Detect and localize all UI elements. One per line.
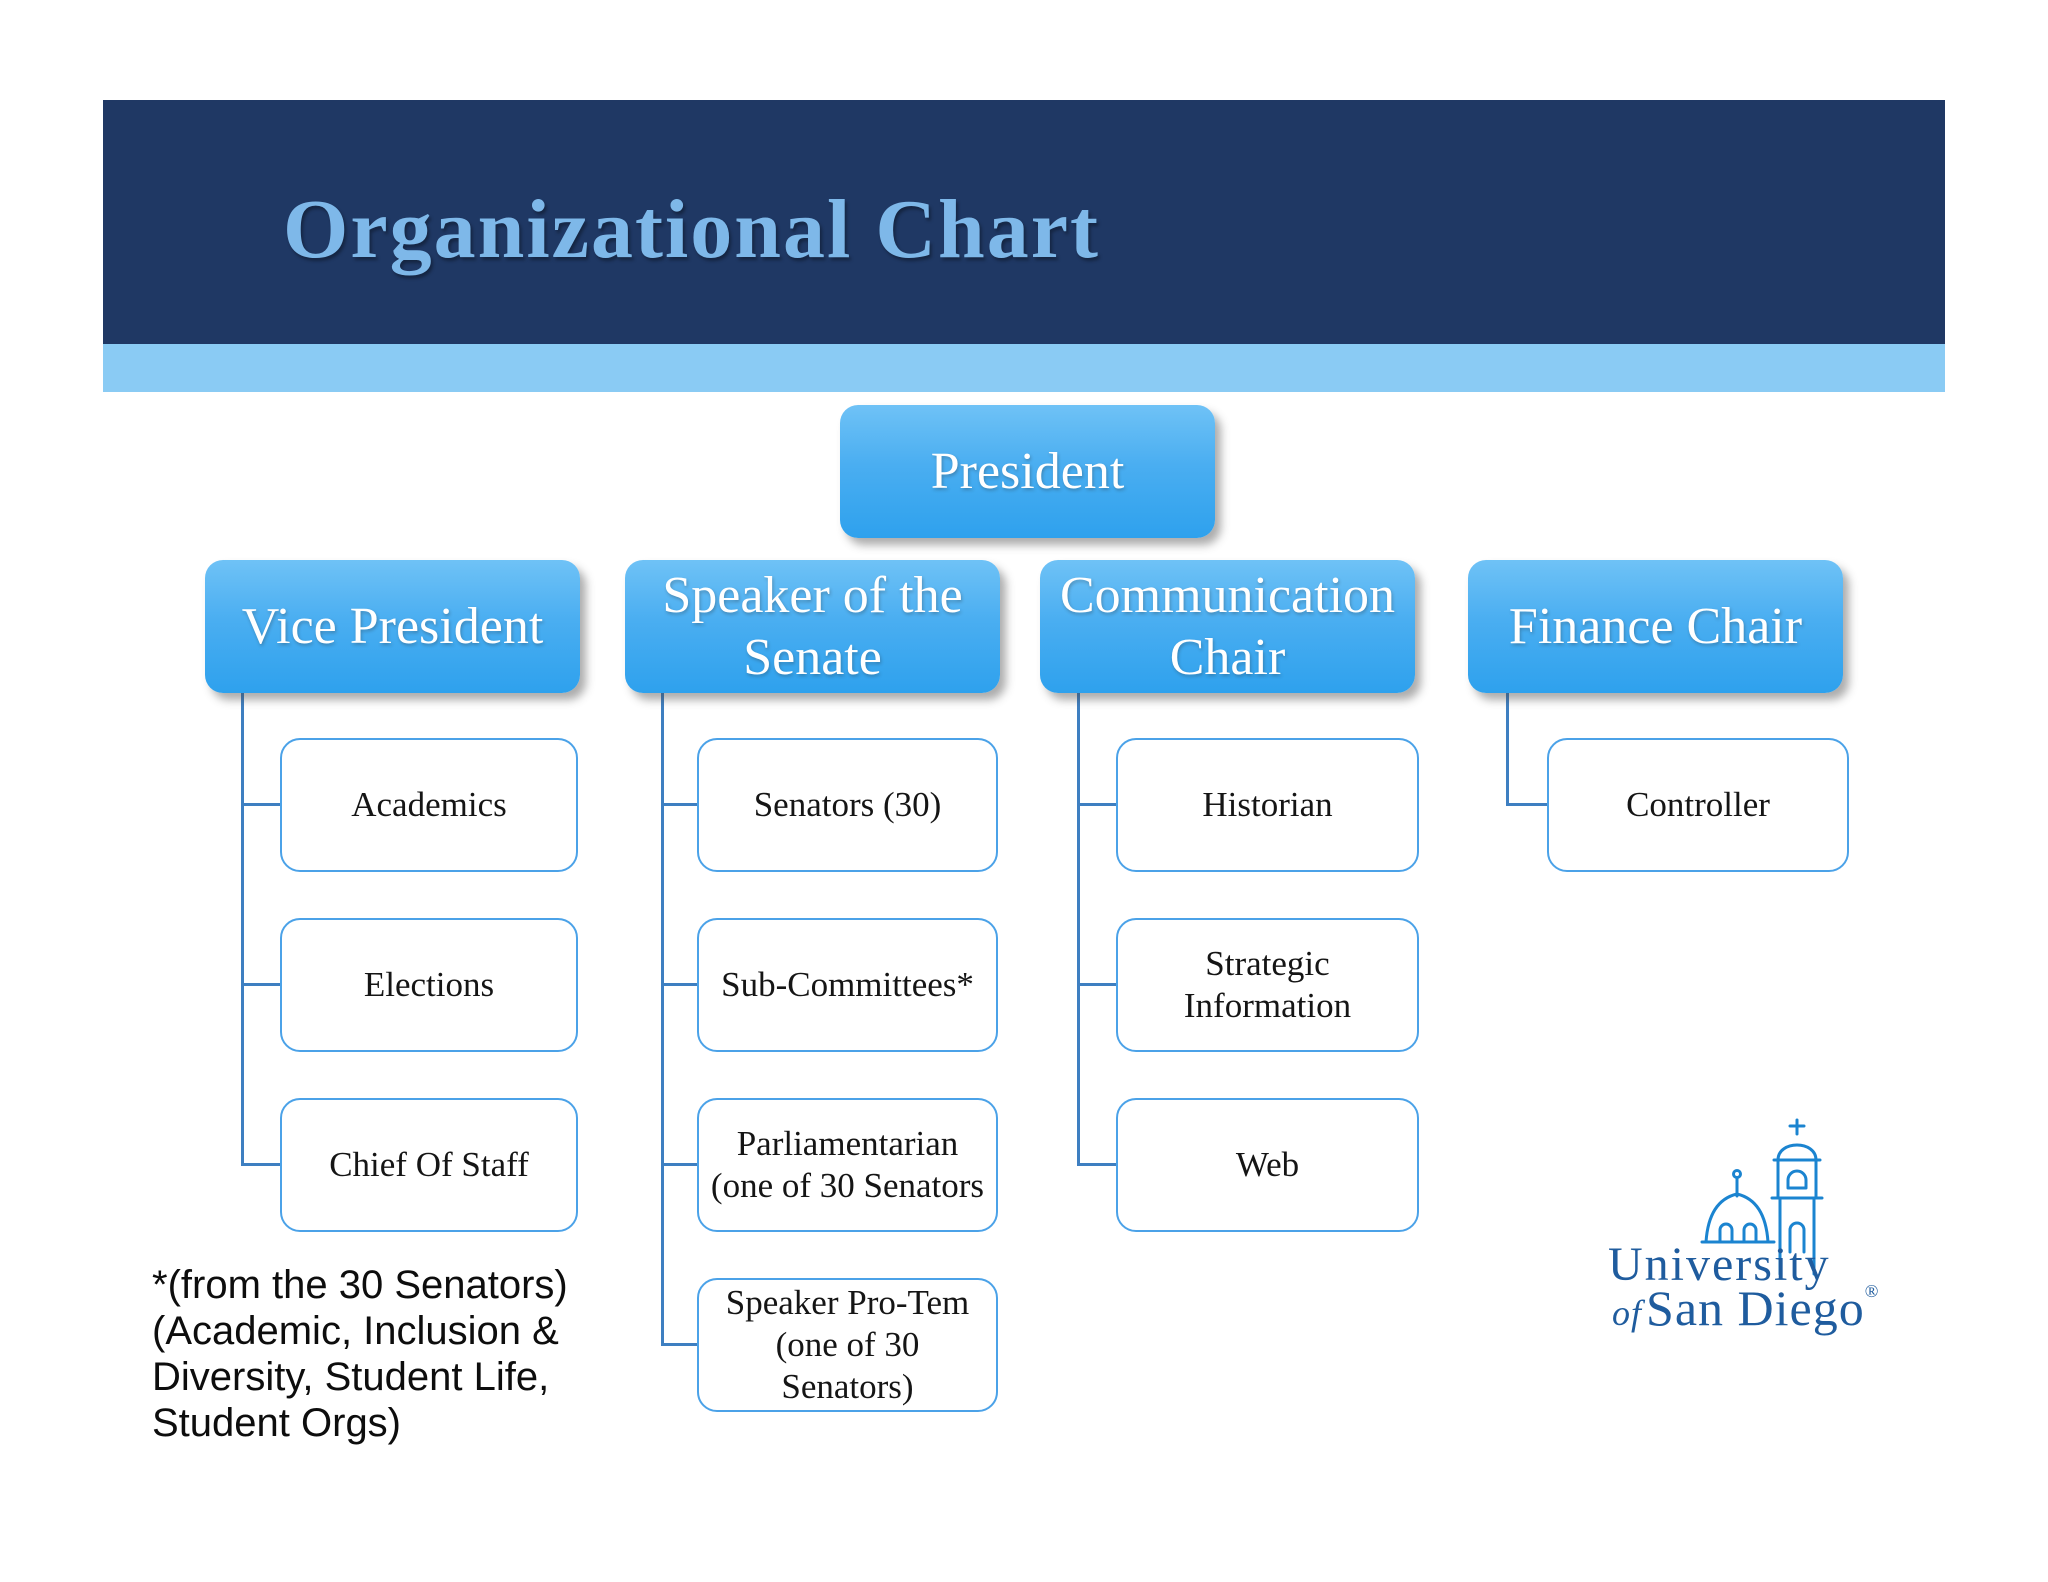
connector-stub-controller — [1506, 803, 1547, 806]
node-speaker-of-the-senate: Speaker of the Senate — [625, 560, 1000, 693]
usd-logo-university-text: University — [1608, 1238, 1831, 1291]
registered-trademark-symbol: ® — [1864, 1281, 1880, 1301]
usd-logo: University ofSan Diego® — [1580, 1112, 1880, 1342]
connector-stub-parliamentarian — [661, 1163, 697, 1166]
footnote-line: Diversity, Student Life, — [152, 1355, 550, 1399]
node-elections: Elections — [280, 918, 578, 1052]
usd-church-icon — [1700, 1118, 1824, 1276]
usd-logo-san-diego-text: ofSan Diego® — [1612, 1279, 1879, 1337]
node-vice-president: Vice President — [205, 560, 580, 693]
connector-vline-communication — [1077, 693, 1080, 1166]
connector-stub-speaker-pro-tem — [661, 1343, 697, 1346]
node-chief-of-staff: Chief Of Staff — [280, 1098, 578, 1232]
connector-stub-senators — [661, 803, 697, 806]
node-president: President — [840, 405, 1215, 538]
usd-logo-of-text: of — [1612, 1293, 1643, 1333]
node-academics: Academics — [280, 738, 578, 872]
connector-vline-speaker — [661, 693, 664, 1346]
node-finance-chair: Finance Chair — [1468, 560, 1843, 693]
connector-stub-strategic-information — [1077, 983, 1116, 986]
footnote: *(from the 30 Senators) (Academic, Inclu… — [152, 1262, 632, 1446]
usd-logo-name-text: San Diego — [1646, 1280, 1865, 1336]
node-controller: Controller — [1547, 738, 1849, 872]
connector-stub-web — [1077, 1163, 1116, 1166]
footnote-line: *(from the 30 Senators) — [152, 1263, 568, 1307]
connector-vline-finance — [1506, 693, 1509, 806]
connector-stub-sub-committees — [661, 983, 697, 986]
title-banner-accent-strip — [103, 344, 1945, 392]
connector-stub-academics — [241, 803, 280, 806]
connector-vline-vice-president — [241, 693, 244, 1166]
connector-stub-chief-of-staff — [241, 1163, 280, 1166]
node-speaker-pro-tem: Speaker Pro-Tem (one of 30 Senators) — [697, 1278, 998, 1412]
connector-stub-historian — [1077, 803, 1116, 806]
node-communication-chair: Communication Chair — [1040, 560, 1415, 693]
title-banner: Organizational Chart — [103, 100, 1945, 344]
node-parliamentarian: Parliamentarian (one of 30 Senators — [697, 1098, 998, 1232]
node-web: Web — [1116, 1098, 1419, 1232]
footnote-line: (Academic, Inclusion & — [152, 1309, 559, 1353]
footnote-line: Student Orgs) — [152, 1401, 402, 1445]
node-sub-committees: Sub-Committees* — [697, 918, 998, 1052]
page-title: Organizational Chart — [283, 183, 1100, 276]
node-historian: Historian — [1116, 738, 1419, 872]
node-strategic-information: Strategic Information — [1116, 918, 1419, 1052]
connector-stub-elections — [241, 983, 280, 986]
node-senators-30: Senators (30) — [697, 738, 998, 872]
